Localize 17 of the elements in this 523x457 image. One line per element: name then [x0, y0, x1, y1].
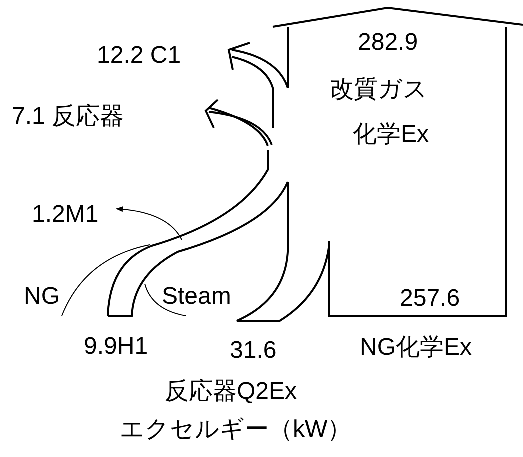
value-label: 31.6 [230, 337, 277, 365]
value-label: 化学Ex [353, 121, 430, 149]
flow-label: 1.2M1 [32, 201, 99, 229]
arrow [116, 206, 182, 240]
value-label: NG化学Ex [360, 334, 472, 362]
value-label: 7.1 反応器 [12, 103, 124, 131]
value-label: 257.6 [400, 285, 460, 313]
flow-label: Steam [162, 283, 232, 311]
value-label: 改質ガス [330, 76, 428, 104]
value-label: 9.9H1 [84, 333, 148, 361]
value-label: エクセルギー（kW） [120, 416, 352, 444]
value-label: 12.2 C1 [97, 42, 182, 70]
flow-label: NG [24, 283, 60, 311]
leader-line [62, 244, 150, 316]
leader-line [144, 284, 186, 316]
value-label: 反応器Q2Ex [165, 378, 298, 406]
value-label: 282.9 [358, 29, 418, 57]
